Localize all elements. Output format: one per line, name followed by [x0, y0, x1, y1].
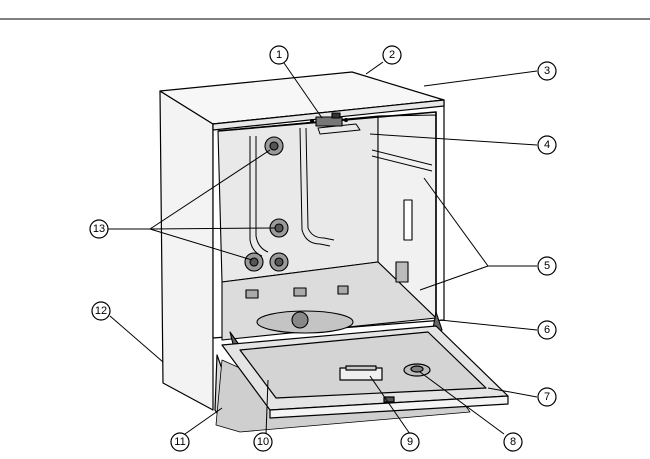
wash-cabinet [218, 112, 442, 356]
callout-8: 8 [504, 433, 522, 451]
callout-4: 4 [538, 136, 556, 154]
svg-text:10: 10 [257, 436, 269, 448]
svg-text:12: 12 [95, 305, 107, 317]
callout-11: 11 [171, 433, 189, 451]
callout-3: 3 [538, 62, 556, 80]
svg-text:13: 13 [93, 223, 105, 235]
svg-text:7: 7 [544, 391, 550, 403]
svg-text:4: 4 [544, 139, 550, 151]
svg-text:5: 5 [544, 260, 550, 272]
callout-2: 2 [383, 46, 401, 64]
svg-text:8: 8 [510, 436, 516, 448]
svg-text:3: 3 [544, 65, 550, 77]
svg-text:1: 1 [276, 49, 282, 61]
callout-13: 13 [90, 220, 108, 238]
callout-9: 9 [401, 433, 419, 451]
svg-text:11: 11 [174, 436, 185, 448]
callout-5: 5 [538, 257, 556, 275]
callout-10: 10 [254, 433, 272, 451]
svg-text:2: 2 [389, 49, 395, 61]
callout-7: 7 [538, 388, 556, 406]
side-panel [160, 91, 213, 410]
callout-1: 1 [270, 46, 288, 64]
callout-6: 6 [538, 321, 556, 339]
callout-12: 12 [92, 302, 110, 320]
svg-text:9: 9 [407, 436, 413, 448]
svg-text:6: 6 [544, 324, 550, 336]
